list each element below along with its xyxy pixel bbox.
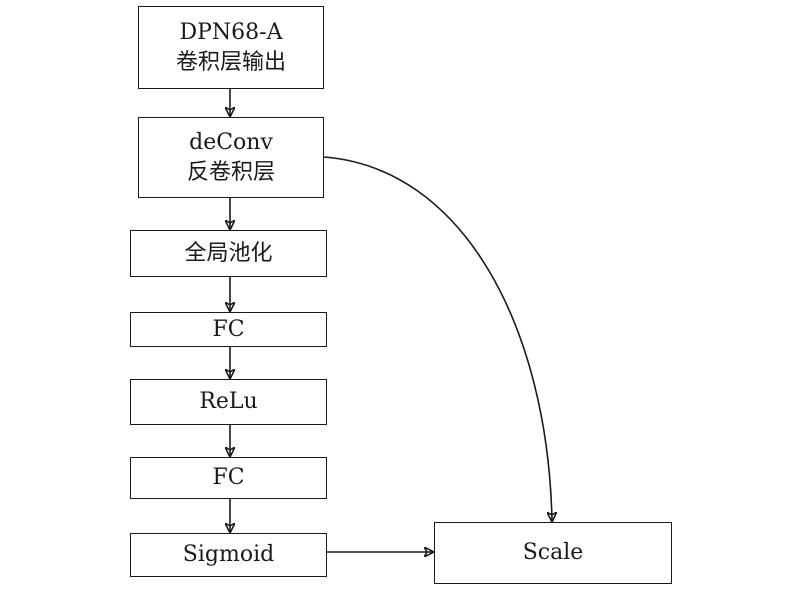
node-dpn-line2: 卷积层输出 [175,49,286,75]
node-gap-label: 全局池化 [184,240,273,266]
node-relu-label: ReLu [199,389,258,414]
node-fc2-label: FC [212,465,245,490]
node-sigmoid: Sigmoid [130,533,327,577]
node-dpn-line1: DPN68-A [179,19,283,45]
node-deconv-layer: deConv 反卷积层 [138,117,324,198]
node-deconv-line1: deConv [189,129,273,155]
edge-deconv-to-scale [323,156,552,521]
node-fc-first: FC [130,312,327,347]
node-deconv-line2: 反卷积层 [186,159,275,185]
node-relu: ReLu [130,379,327,425]
node-fc1-label: FC [212,316,245,342]
node-scale-label: Scale [522,540,584,565]
node-fc-second: FC [130,457,327,499]
node-sigmoid-label: Sigmoid [182,542,275,567]
node-dpn68a-conv-output: DPN68-A 卷积层输出 [138,6,324,89]
node-global-pooling: 全局池化 [130,230,327,277]
node-scale: Scale [434,522,672,584]
